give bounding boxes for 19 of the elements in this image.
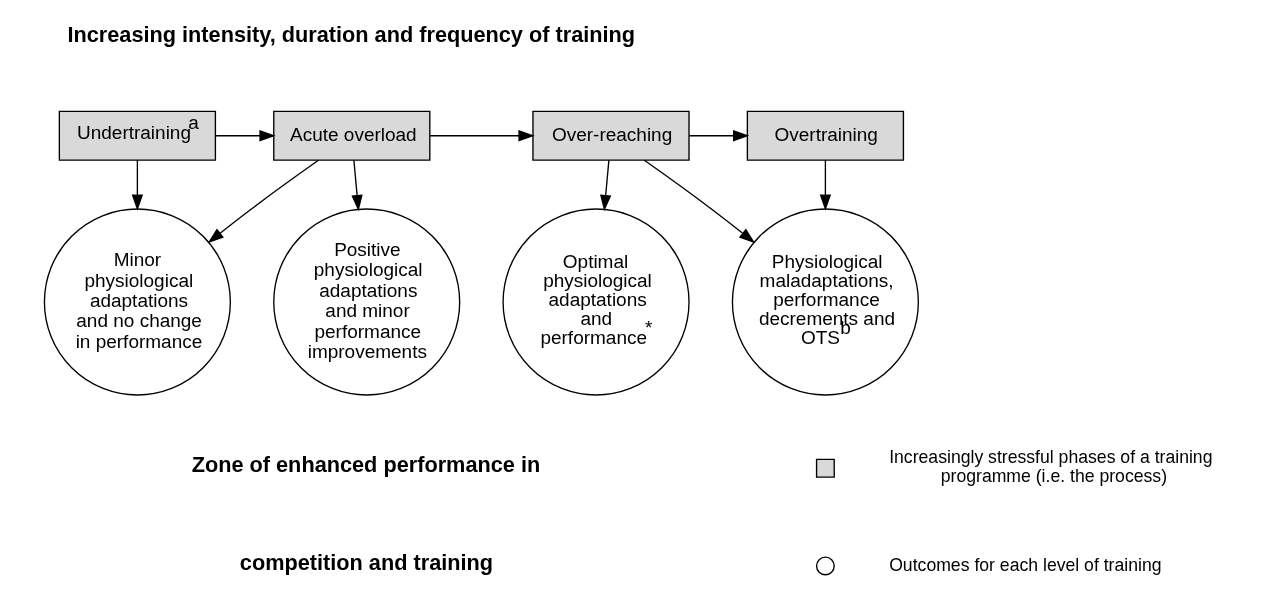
label: Increasing intensity, duration and frequency of training <box>67 21 635 47</box>
arrow <box>429 130 535 142</box>
node-box: Over-reaching <box>531 110 690 161</box>
arrow <box>643 159 755 244</box>
node-circle: Positive physiological adaptations and minor performance improvements <box>272 208 460 396</box>
legend-label: Increasingly stressful phases of a training programme (i.e. the process) <box>888 447 1212 487</box>
node-box: Acute overload <box>272 110 430 161</box>
node-box: Overtraining <box>746 110 904 161</box>
legend-label: Outcomes for each level of training <box>888 554 1162 575</box>
arrow <box>131 159 143 211</box>
arrow <box>688 130 749 142</box>
arrow <box>214 130 276 142</box>
arrow <box>819 159 831 211</box>
arrow <box>599 159 611 212</box>
label: Zone of enhanced performance in <box>191 452 540 478</box>
arrow <box>207 159 319 244</box>
node-circle: Minor physiological adaptations and no change in performance <box>43 208 231 396</box>
arrow <box>350 159 363 212</box>
label: competition and training <box>239 549 493 575</box>
